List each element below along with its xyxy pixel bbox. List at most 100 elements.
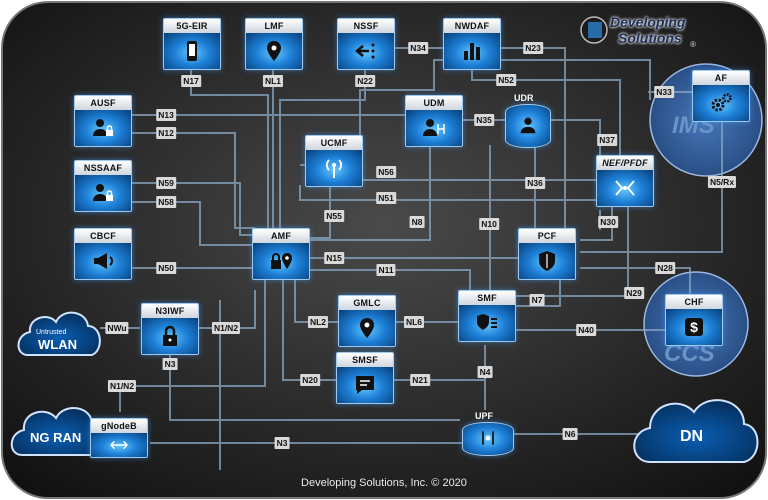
iface-n56: N56 [376,166,396,178]
iface-n28: N28 [655,262,675,274]
nf-nssaaf[interactable]: NSSAAF [74,160,132,212]
radio-arrows-icon [91,433,147,457]
nf-chf[interactable]: CHF $ [665,294,723,346]
nf-chf-label: CHF [666,295,722,309]
logo-registered-mark: ® [690,40,696,49]
nf-smsf[interactable]: SMSF [336,352,394,404]
iface-nwu: NWu [105,322,129,334]
nf-pcf-label: PCF [519,229,575,243]
iface-n3-a: N3 [162,358,178,370]
nf-nwdaf-label: NWDAF [444,19,500,33]
iface-n58: N58 [156,196,176,208]
nf-ucmf[interactable]: UCMF [305,135,363,187]
iface-n4: N4 [477,366,493,378]
iface-n52: N52 [496,74,516,86]
nf-pcf[interactable]: PCF [518,228,576,280]
shield-icon [519,243,575,279]
user-plane-icon [482,431,494,445]
phone-icon [164,33,220,69]
nf-n3iwf[interactable]: N3IWF [141,303,199,355]
iface-n34: N34 [408,42,428,54]
nf-gnodeb[interactable]: gNodeB [90,418,148,458]
lock-icon [142,318,198,354]
nf-udr-label: UDR [514,93,534,103]
nf-nssf[interactable]: NSSF [337,18,395,70]
nf-nssf-label: NSSF [338,19,394,33]
iface-n55: N55 [324,210,344,222]
iface-n21: N21 [410,374,430,386]
iface-n5rx: N5/Rx [707,176,737,188]
iface-n11: N11 [376,264,396,276]
dn-cloud [633,399,759,463]
wlan-label: WLAN [38,337,77,352]
nf-udr[interactable] [505,104,551,148]
dollar-icon: $ [666,309,722,345]
iface-n36: N36 [525,177,545,189]
logo-text-line2: Solutions [618,30,682,46]
nf-gmlc[interactable]: GMLC [338,295,396,347]
nf-udm[interactable]: UDM [405,95,463,147]
database-user-icon [520,117,536,134]
iface-n1n2-a: N1/N2 [211,322,241,334]
footer-copyright: Developing Solutions, Inc. © 2020 [301,477,467,489]
nf-n3iwf-label: N3IWF [142,304,198,318]
iface-n35: N35 [474,114,494,126]
iface-n50: N50 [156,262,176,274]
iface-n20: N20 [300,374,320,386]
dn-label: DN [680,428,704,445]
nf-nwdaf[interactable]: NWDAF [443,18,501,70]
nf-cbcf-label: CBCF [75,229,131,243]
lock-location-icon [253,243,309,279]
location-pin-icon [246,33,302,69]
nf-nef-pfdf[interactable]: NEF/PFDF [596,155,654,207]
nf-amf-label: AMF [253,229,309,243]
nf-nssaaf-label: NSSAAF [75,161,131,175]
nf-gnodeb-label: gNodeB [91,419,147,433]
iface-nl2: NL2 [307,316,329,328]
message-icon [337,367,393,403]
nf-smf-label: SMF [459,291,515,305]
nf-upf-label: UPF [475,411,493,421]
nf-ausf-label: AUSF [75,96,131,110]
nf-upf[interactable] [462,422,514,456]
nf-af-label: AF [693,71,749,85]
iface-n59: N59 [156,177,176,189]
iface-n29: N29 [624,287,644,299]
iface-n37: N37 [597,134,617,146]
iface-n10: N10 [479,218,499,230]
nf-5g-eir-label: 5G-EIR [164,19,220,33]
session-shield-icon [459,305,515,341]
iface-n23: N23 [523,42,543,54]
logo-text-line1: Developing [610,14,686,30]
iface-nl1: NL1 [262,75,284,87]
iface-n33: N33 [654,86,674,98]
nf-ausf[interactable]: AUSF [74,95,132,147]
iface-n30: N30 [598,216,618,228]
nf-lmf[interactable]: LMF [245,18,303,70]
iface-n51: N51 [376,192,396,204]
iface-n40: N40 [576,324,596,336]
nf-5g-eir[interactable]: 5G-EIR [163,18,221,70]
iface-n12: N12 [156,127,176,139]
iface-nl6: NL6 [403,316,425,328]
location-pin-icon [339,310,395,346]
nf-ucmf-label: UCMF [306,136,362,150]
nf-smf[interactable]: SMF [458,290,516,342]
antenna-icon [306,150,362,186]
user-lock-icon [75,175,131,211]
nf-gmlc-label: GMLC [339,296,395,310]
exposure-icon [597,170,653,206]
iface-n7: N7 [529,294,545,306]
ng-ran-label: NG RAN [30,430,82,445]
user-data-icon [406,110,462,146]
iface-n13: N13 [156,109,176,121]
user-lock-icon [75,110,131,146]
logo-emblem-icon [580,16,608,44]
nf-af[interactable]: AF [692,70,750,122]
nf-amf[interactable]: AMF [252,228,310,280]
nf-cbcf[interactable]: CBCF [74,228,132,280]
iface-n6: N6 [562,428,578,440]
svg-text:$: $ [690,319,698,335]
nf-udm-label: UDM [406,96,462,110]
iface-n17: N17 [181,75,201,87]
